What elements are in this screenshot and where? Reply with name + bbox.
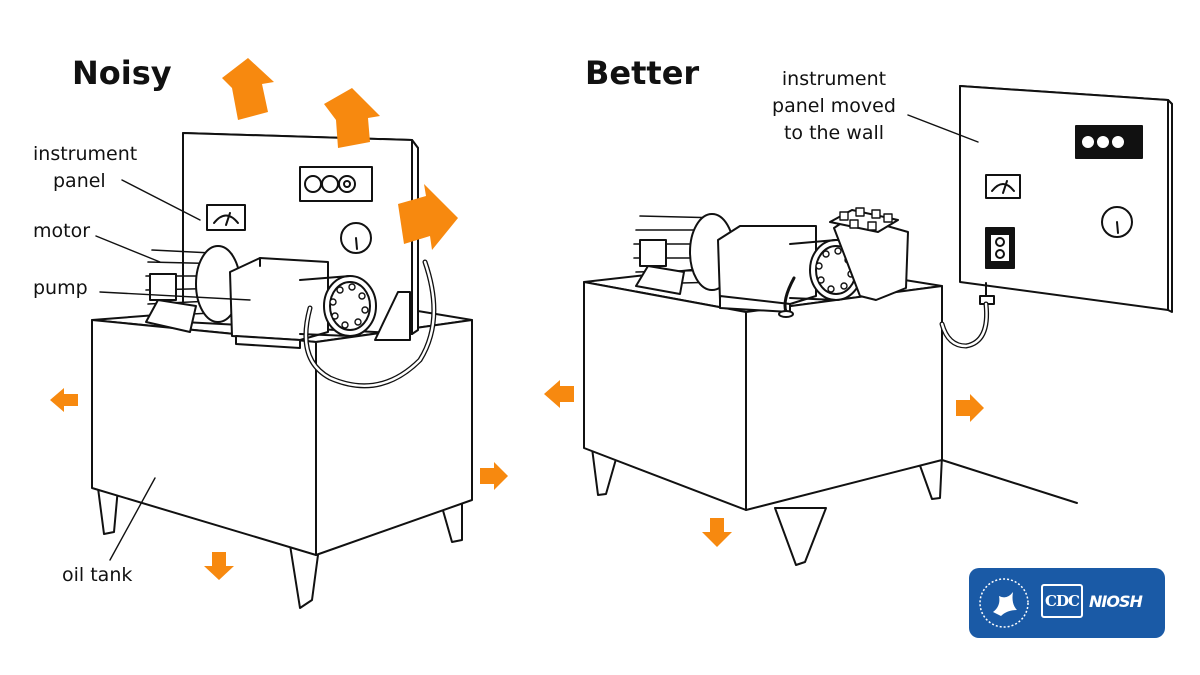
better-oil-tank (583, 259, 1078, 566)
cdc-logo-text: CDC (1041, 584, 1083, 618)
hhs-seal-icon (979, 578, 1029, 628)
label-panel-moved-line3: to the wall (783, 122, 885, 144)
noise-arrow-up-1 (222, 58, 274, 120)
noisy-pump (229, 257, 377, 349)
label-instrument-panel-line2: panel (53, 170, 106, 192)
title-better: Better (585, 54, 700, 92)
noise-arrow-right-3 (956, 394, 984, 422)
label-panel-moved: instrument panel moved to the wall (764, 66, 904, 147)
noise-arrow-right-1 (398, 184, 458, 250)
label-instrument-panel: instrument panel (33, 141, 137, 195)
noise-arrow-up-2 (324, 88, 380, 148)
label-panel-moved-line2: panel moved (772, 95, 896, 117)
label-pump: pump (33, 277, 88, 299)
noise-arrow-down-2 (702, 518, 732, 547)
label-motor: motor (33, 220, 91, 242)
title-noisy: Noisy (72, 54, 172, 92)
better-pump (717, 207, 909, 318)
wall-instrument-panel (907, 85, 1173, 349)
noise-arrow-down-1 (204, 552, 234, 580)
cdc-niosh-logo: CDC NIOSH (969, 568, 1165, 638)
noise-arrow-right-2 (480, 462, 508, 490)
niosh-logo-text: NIOSH (1089, 592, 1143, 611)
noise-arrow-left-2 (544, 380, 574, 408)
noisy-motor (145, 245, 241, 333)
noise-arrow-left-1 (50, 388, 78, 412)
label-instrument-panel-line1: instrument (33, 143, 138, 165)
label-oil-tank: oil tank (62, 564, 133, 586)
label-panel-moved-line1: instrument (781, 68, 887, 90)
